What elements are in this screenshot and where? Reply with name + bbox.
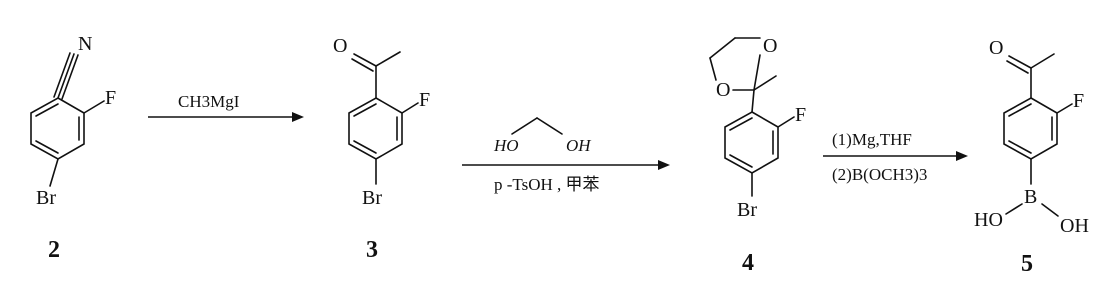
reagent-oh: OH: [566, 136, 592, 155]
reaction-arrow-2: HO OH p -TsOH , 甲苯: [462, 117, 670, 194]
reagent-b-ome3: (2)B(OCH3)3: [832, 165, 927, 184]
compound-3: O F Br 3: [333, 35, 430, 263]
compound-number: 5: [1021, 251, 1033, 277]
atom-b: B: [1024, 186, 1037, 208]
benzene-ring: [1003, 97, 1058, 160]
benzene-ring: [724, 111, 779, 174]
compound-4: O O F Br 4: [709, 35, 806, 276]
benzene-ring: [30, 97, 85, 160]
reaction-arrow-3: (1)Mg,THF (2)B(OCH3)3: [823, 130, 968, 184]
reagent-ptsoh-toluene: p -TsOH , 甲苯: [494, 175, 600, 194]
compound-number: 3: [366, 237, 378, 263]
compound-2: N F Br 2: [30, 33, 116, 263]
reagent-ch3mgi: CH3MgI: [178, 92, 240, 111]
atom-o-top: O: [763, 35, 777, 57]
compound-number: 2: [48, 237, 60, 263]
atom-f: F: [419, 89, 430, 111]
compound-5: O F B HO OH 5: [974, 37, 1089, 277]
atom-br: Br: [737, 199, 757, 221]
reagent-ho: HO: [493, 136, 519, 155]
atom-o: O: [989, 37, 1003, 59]
atom-n: N: [78, 33, 92, 55]
atom-f: F: [795, 104, 806, 126]
atom-f: F: [1073, 90, 1084, 112]
atom-f: F: [105, 87, 116, 109]
atom-br: Br: [362, 187, 382, 209]
compound-number: 4: [742, 250, 754, 276]
reagent-mg-thf: (1)Mg,THF: [832, 130, 912, 149]
atom-o-bottom: O: [716, 79, 730, 101]
atom-o: O: [333, 35, 347, 57]
benzene-ring: [348, 97, 403, 160]
atom-br: Br: [36, 187, 56, 209]
atom-oh: OH: [1060, 215, 1089, 237]
atom-ho: HO: [974, 209, 1003, 231]
reaction-arrow-1: CH3MgI: [148, 92, 304, 122]
